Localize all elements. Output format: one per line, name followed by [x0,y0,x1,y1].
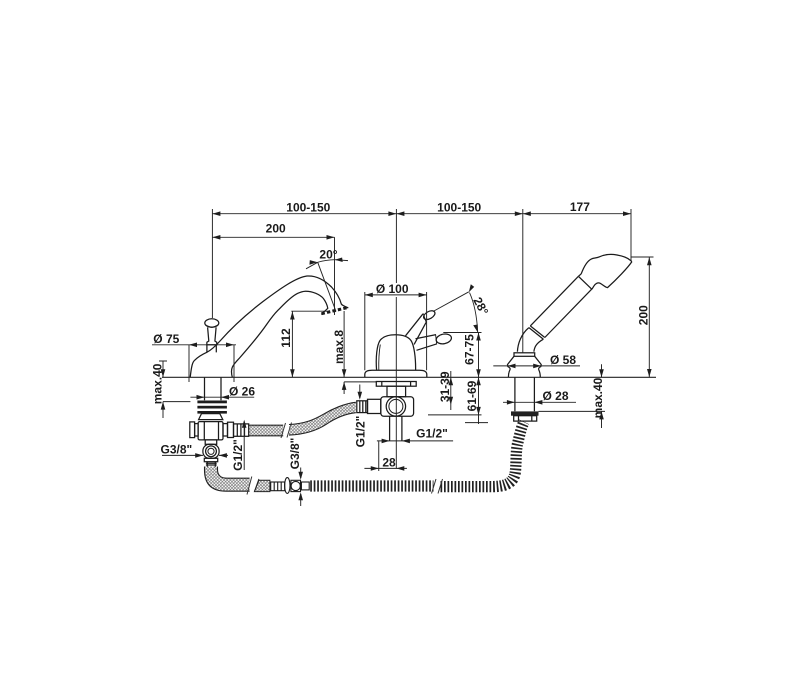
svg-text:200: 200 [266,222,286,236]
svg-text:177: 177 [570,200,590,214]
svg-text:max.40: max.40 [150,363,164,404]
svg-text:max.8: max.8 [332,330,346,364]
svg-text:G1/2": G1/2" [354,416,368,448]
svg-text:100-150: 100-150 [437,200,481,214]
svg-text:28: 28 [382,456,396,470]
svg-text:G3/8": G3/8" [161,443,193,457]
svg-text:100-150: 100-150 [286,200,330,214]
svg-text:Ø 26: Ø 26 [229,385,255,399]
svg-text:67-75: 67-75 [462,334,476,365]
svg-text:200: 200 [637,305,651,325]
svg-text:Ø 75: Ø 75 [153,332,179,346]
svg-text:G1/2": G1/2" [231,439,245,471]
svg-text:Ø 100: Ø 100 [376,282,409,296]
svg-text:Ø 58: Ø 58 [550,353,576,367]
svg-text:31-39: 31-39 [438,371,452,402]
svg-text:G3/8": G3/8" [288,438,302,470]
svg-text:max.40: max.40 [591,377,605,418]
svg-text:112: 112 [279,328,293,348]
svg-text:61-69: 61-69 [465,380,479,411]
svg-text:20°: 20° [319,248,337,262]
svg-text:Ø 28: Ø 28 [542,389,568,403]
svg-text:G1/2": G1/2" [416,427,448,441]
